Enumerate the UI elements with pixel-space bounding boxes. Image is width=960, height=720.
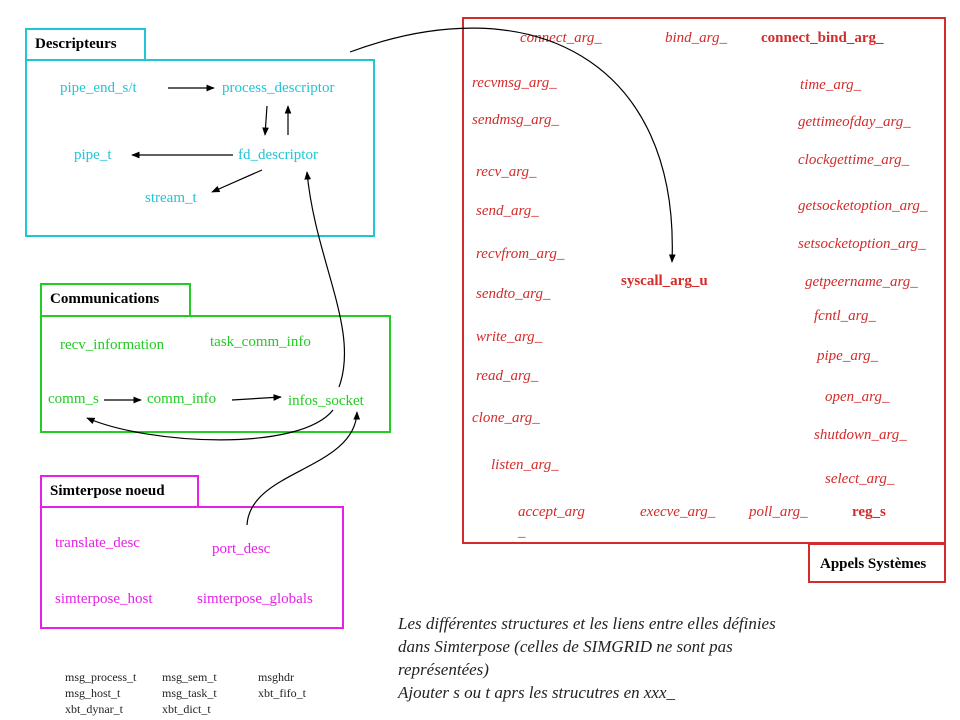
node-comm-s: comm_s — [48, 391, 99, 407]
node-translate-desc: translate_desc — [55, 535, 140, 551]
node-connect-arg: connect_arg_ — [520, 30, 602, 46]
node-port-desc: port_desc — [212, 541, 271, 557]
node-reg-s: reg_s — [852, 504, 886, 520]
simgrid-msg-host-t: msg_host_t — [65, 686, 121, 700]
node-clockgettime-arg: clockgettime_arg_ — [798, 152, 910, 168]
node-recv-information: recv_information — [60, 337, 165, 353]
node-setsocketoption-arg: setsocketoption_arg_ — [798, 236, 926, 252]
node-getpeername-arg: getpeername_arg_ — [805, 274, 918, 290]
communications-title: Communications — [40, 283, 191, 317]
simgrid-xbt-dynar-t: xbt_dynar_t — [65, 702, 123, 716]
node-bind-arg: bind_arg_ — [665, 30, 727, 46]
link-fd-to-stream — [211, 169, 263, 193]
node-poll-arg: poll_arg_ — [749, 504, 808, 520]
node-task-comm-info: task_comm_info — [210, 334, 311, 350]
simgrid-msghdr: msghdr — [258, 670, 294, 684]
node-clone-arg: clone_arg_ — [472, 410, 540, 426]
simgrid-xbt-dict-t: xbt_dict_t — [162, 702, 211, 716]
note-line-4: Ajouter s ou t aprs les strucutres en xx… — [398, 683, 675, 702]
simgrid-msg-sem-t: msg_sem_t — [162, 670, 217, 684]
node-connect-bind-arg: connect_bind_arg_ — [761, 30, 884, 46]
descripteurs-box — [25, 59, 375, 237]
node-comm-info: comm_info — [147, 391, 217, 407]
link-infos-socket-to-fd — [304, 171, 346, 388]
node-process-descriptor: process_descriptor — [222, 80, 335, 96]
note-line-1: Les différentes structures et les liens … — [398, 614, 776, 633]
descripteurs-title: Descripteurs — [25, 28, 146, 61]
node-simterpose-host: simterpose_host — [55, 591, 153, 607]
node-accept-arg-underscore: _ — [518, 524, 526, 540]
link-process-to-fd — [262, 105, 269, 136]
note-line-3: représentées) — [398, 660, 489, 679]
communications-box — [40, 315, 391, 433]
node-stream-t: stream_t — [145, 190, 197, 206]
node-recvmsg-arg: recvmsg_arg_ — [472, 75, 557, 91]
node-pipe-arg: pipe_arg_ — [817, 348, 879, 364]
appels-box — [462, 17, 946, 544]
node-open-arg: open_arg_ — [825, 389, 890, 405]
note-line-2: dans Simterpose (celles de SIMGRID ne so… — [398, 637, 733, 656]
simgrid-msg-process-t: msg_process_t — [65, 670, 137, 684]
node-recvfrom-arg: recvfrom_arg_ — [476, 246, 565, 262]
node-simterpose-globals: simterpose_globals — [197, 591, 313, 607]
node-infos-socket: infos_socket — [288, 393, 364, 409]
appels-title: Appels Systèmes — [808, 543, 946, 583]
simterpose-title: Simterpose noeud — [40, 475, 199, 508]
node-sendmsg-arg: sendmsg_arg_ — [472, 112, 559, 128]
node-pipe-t: pipe_t — [74, 147, 112, 163]
node-getsocketoption-arg: getsocketoption_arg_ — [798, 198, 928, 214]
node-execve-arg: execve_arg_ — [640, 504, 716, 520]
node-accept-arg: accept_arg — [518, 504, 585, 520]
node-recv-arg: recv_arg_ — [476, 164, 537, 180]
link-infos-socket-to-comm-s — [86, 409, 334, 441]
node-fd-descriptor: fd_descriptor — [238, 147, 318, 163]
node-read-arg: read_arg_ — [476, 368, 539, 384]
link-comm-info-to-infos-socket — [231, 394, 282, 401]
node-shutdown-arg: shutdown_arg_ — [814, 427, 907, 443]
node-send-arg: send_arg_ — [476, 203, 539, 219]
node-gettimeofday-arg: gettimeofday_arg_ — [798, 114, 911, 130]
node-sendto-arg: sendto_arg_ — [476, 286, 551, 302]
node-fcntl-arg: fcntl_arg_ — [814, 308, 876, 324]
node-pipe-end: pipe_end_s/t — [60, 80, 137, 96]
link-process-to-syscall — [349, 27, 676, 263]
node-time-arg: time_arg_ — [800, 77, 862, 93]
description-note: Les différentes structures et les liens … — [398, 612, 868, 704]
node-write-arg: write_arg_ — [476, 329, 543, 345]
node-listen-arg: listen_arg_ — [491, 457, 559, 473]
node-syscall-arg-u: syscall_arg_u — [621, 273, 708, 289]
link-port-desc-to-infos-socket — [246, 411, 361, 526]
simgrid-msg-task-t: msg_task_t — [162, 686, 217, 700]
simgrid-xbt-fifo-t: xbt_fifo_t — [258, 686, 306, 700]
node-select-arg: select_arg_ — [825, 471, 895, 487]
